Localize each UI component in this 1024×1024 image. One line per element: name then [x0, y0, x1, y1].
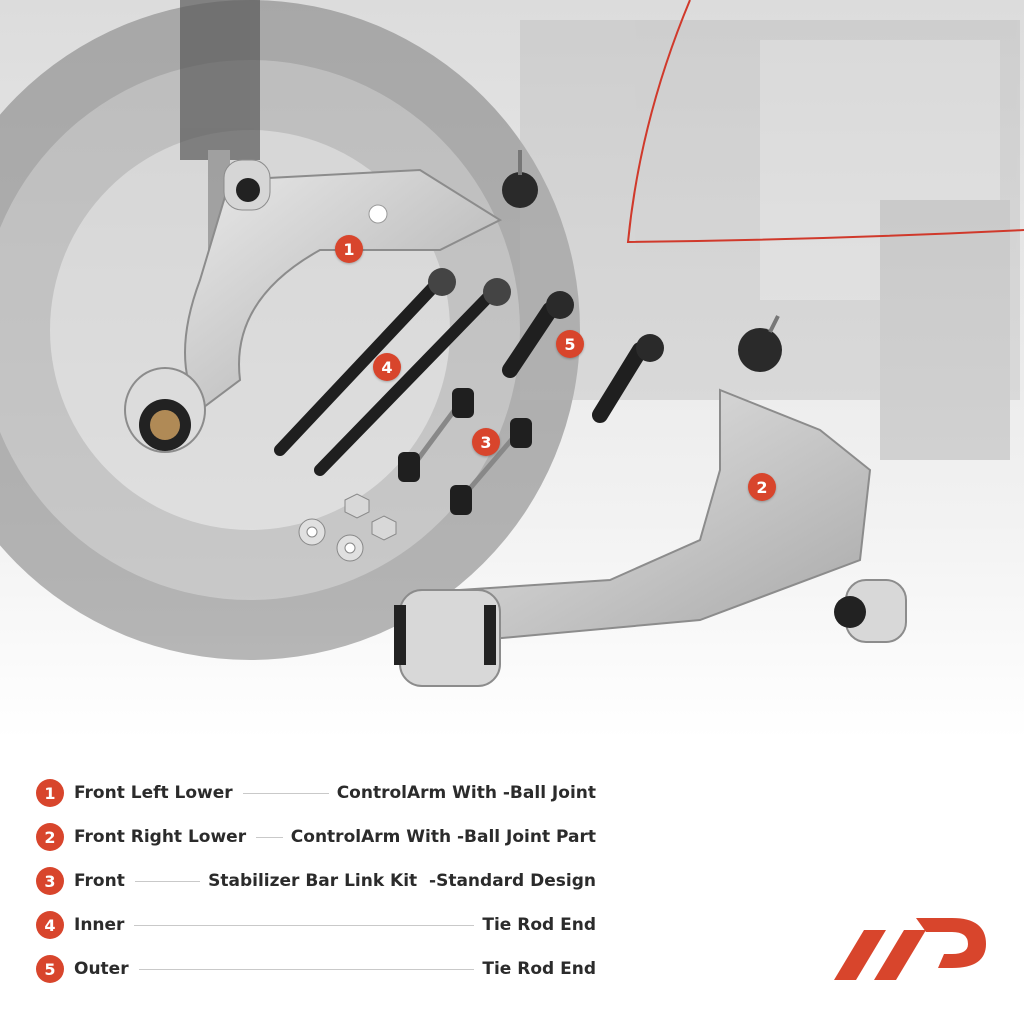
- legend-leader-line: [256, 836, 283, 838]
- callout-marker-5: 5: [556, 330, 584, 358]
- legend-number-2: 2: [36, 823, 64, 851]
- legend-position-3: Front: [74, 871, 125, 891]
- stabilizer-links: [398, 388, 532, 515]
- control-arm-left: [124, 150, 538, 453]
- legend-part-2: ControlArm With -Ball Joint Part: [290, 827, 596, 847]
- legend-leader-line: [134, 924, 475, 926]
- legend-leader-line: [138, 968, 475, 970]
- control-arm-right: [394, 315, 907, 687]
- legend-part-1: ControlArm With -Ball Joint: [336, 783, 596, 803]
- callout-marker-3: 3: [472, 428, 500, 456]
- hardware-nuts-washers: [298, 493, 397, 562]
- legend-position-2: Front Right Lower: [74, 827, 247, 847]
- legend-part-4: Tie Rod End: [482, 915, 596, 935]
- legend-row-1: 1 Front Left Lower ControlArm With -Ball…: [36, 771, 596, 815]
- legend-leader-line: [242, 792, 329, 794]
- callout-marker-4: 4: [373, 353, 401, 381]
- legend-row-3: 3 Front Stabilizer Bar Link Kit -Standar…: [36, 859, 596, 903]
- product-photo: [0, 0, 1024, 740]
- legend-number-1: 1: [36, 779, 64, 807]
- legend-position-5: Outer: [74, 959, 129, 979]
- brand-logo: [834, 918, 986, 980]
- legend-position-4: Inner: [74, 915, 125, 935]
- legend-row-5: 5 Outer Tie Rod End: [36, 947, 596, 991]
- legend-part-5: Tie Rod End: [482, 959, 596, 979]
- inset-outline: [626, 0, 1024, 244]
- legend-part-3: Stabilizer Bar Link Kit -Standard Design: [208, 871, 596, 891]
- legend-number-3: 3: [36, 867, 64, 895]
- legend-number-4: 4: [36, 911, 64, 939]
- legend-number-5: 5: [36, 955, 64, 983]
- inner-tie-rods: [274, 268, 511, 476]
- parts-legend: 1 Front Left Lower ControlArm With -Ball…: [36, 771, 596, 991]
- legend-position-1: Front Left Lower: [74, 783, 233, 803]
- legend-row-2: 2 Front Right Lower ControlArm With -Bal…: [36, 815, 596, 859]
- callout-marker-2: 2: [748, 473, 776, 501]
- legend-row-4: 4 Inner Tie Rod End: [36, 903, 596, 947]
- callout-marker-1: 1: [335, 235, 363, 263]
- outer-tie-rod-ends: [502, 291, 664, 423]
- legend-leader-line: [134, 880, 201, 882]
